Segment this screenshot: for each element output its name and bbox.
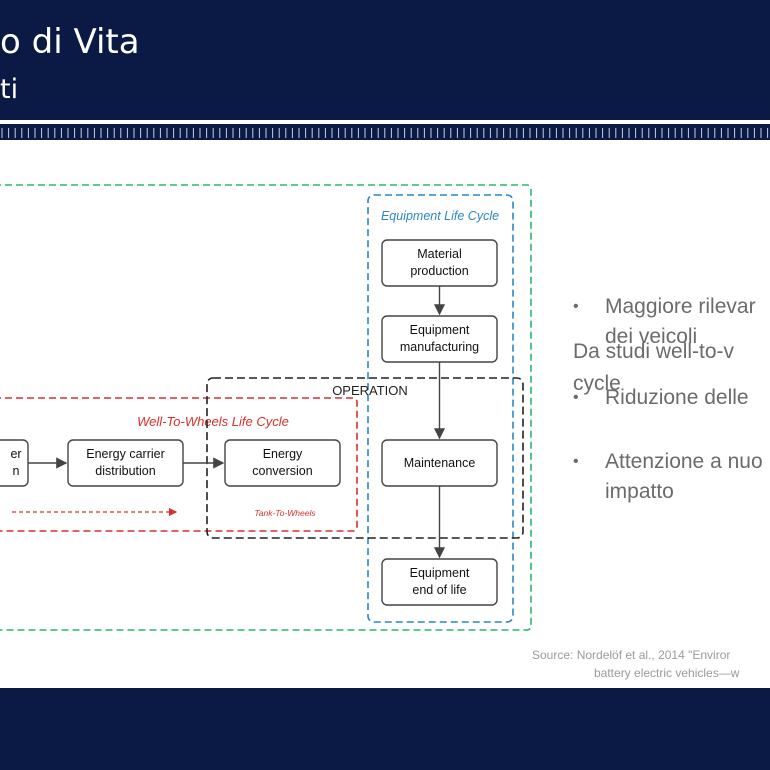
bullet-line-2: impatto <box>605 480 674 503</box>
bullet-dot-icon: • <box>573 389 579 406</box>
equipment-life-cycle-label: Equipment Life Cycle <box>381 209 499 223</box>
full-life-cycle-boundary <box>0 184 532 631</box>
slide-subtitle: ti <box>0 74 19 105</box>
bullet-line-1: Attenzione a nuo <box>605 450 763 473</box>
intro-line-1: Da studi well-to-v <box>573 340 735 363</box>
header-tick-ruler <box>0 124 770 140</box>
tank-to-wheels-label: Tank-To-Wheels <box>254 508 316 518</box>
bullet-line-1: Riduzione delle <box>605 386 749 409</box>
energy-conversion-box: Energy conversion <box>224 439 341 487</box>
well-to-wheels-boundary <box>0 397 358 532</box>
slide-footer <box>0 688 770 770</box>
svg-text:n: n <box>13 464 20 478</box>
svg-text:conversion: conversion <box>252 464 312 478</box>
svg-text:er: er <box>10 447 21 461</box>
bullet-line-1: Maggiore rilevar <box>605 295 756 318</box>
source-citation: Source: Nordelöf et al., 2014 "Enviror b… <box>532 646 739 682</box>
svg-text:Material: Material <box>417 247 461 261</box>
maintenance-box: Maintenance <box>381 439 498 487</box>
svg-text:Equipment: Equipment <box>410 566 470 580</box>
svg-text:Maintenance: Maintenance <box>404 456 476 470</box>
slide-content: Equipment Life Cycle Well-To-Wheels Life… <box>0 140 770 688</box>
bullet-line-2: dei veicoli <box>605 325 698 348</box>
source-line-2: battery electric vehicles—w <box>594 666 740 680</box>
svg-text:Energy carrier: Energy carrier <box>86 447 165 461</box>
operation-label: OPERATION <box>332 383 408 398</box>
slide-header: o di Vita ti <box>0 0 770 120</box>
equipment-manufacturing-box: Equipment manufacturing <box>381 315 498 363</box>
energy-carrier-production-box: er n <box>0 439 29 487</box>
svg-text:distribution: distribution <box>95 464 155 478</box>
material-production-box: Material production <box>381 239 498 287</box>
source-line-1: Source: Nordelöf et al., 2014 "Enviror <box>532 648 731 662</box>
equipment-end-of-life-box: Equipment end of life <box>381 558 498 606</box>
well-to-wheels-label: Well-To-Wheels Life Cycle <box>137 414 289 429</box>
intro-text: Da studi well-to-v cycle <box>573 336 734 400</box>
life-cycle-diagram: Equipment Life Cycle Well-To-Wheels Life… <box>0 184 532 631</box>
svg-text:production: production <box>410 264 468 278</box>
svg-text:Equipment: Equipment <box>410 323 470 337</box>
slide-title: o di Vita <box>0 22 140 62</box>
svg-text:Energy: Energy <box>263 447 303 461</box>
energy-carrier-distribution-box: Energy carrier distribution <box>67 439 184 487</box>
bullet-dot-icon: • <box>573 453 579 470</box>
svg-text:end of life: end of life <box>412 583 466 597</box>
intro-line-2: cycle <box>573 372 621 395</box>
equipment-life-cycle-boundary <box>367 194 514 623</box>
bullet-dot-icon: • <box>573 298 579 315</box>
operation-boundary <box>206 377 524 539</box>
svg-text:manufacturing: manufacturing <box>400 340 479 354</box>
